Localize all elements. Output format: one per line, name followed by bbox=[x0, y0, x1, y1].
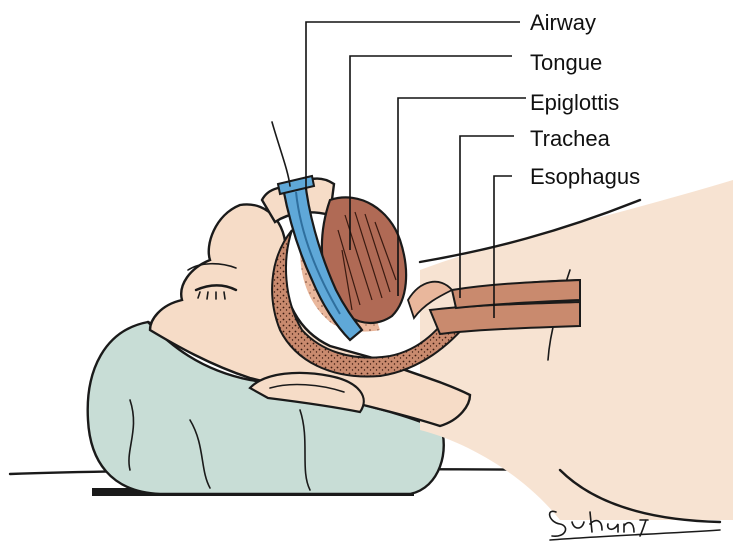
strap-line bbox=[271, 121, 291, 187]
epiglottis-label: Epiglottis bbox=[530, 90, 619, 115]
eyebrow bbox=[187, 262, 237, 271]
pillow-fold bbox=[128, 399, 135, 471]
trachea-label: Trachea bbox=[530, 126, 611, 151]
oral-airway-flange bbox=[276, 174, 316, 196]
airway-label: Airway bbox=[530, 10, 596, 35]
esophagus-leader-line bbox=[493, 175, 512, 318]
esophagus-tube bbox=[450, 278, 581, 310]
trachea-leader-line bbox=[459, 135, 514, 298]
neck-outline-bottom bbox=[558, 468, 722, 524]
tongue-leader-line bbox=[349, 55, 512, 250]
eye bbox=[194, 284, 238, 292]
epiglottis-shape bbox=[407, 280, 454, 320]
tongue-label: Tongue bbox=[530, 50, 602, 75]
eye-lashes bbox=[197, 291, 226, 300]
esophagus-label: Esophagus bbox=[530, 164, 640, 189]
neck-skin bbox=[420, 180, 733, 520]
artist-signature bbox=[548, 510, 721, 541]
pillow-fold bbox=[299, 409, 311, 491]
epiglottis-leader-line bbox=[397, 97, 526, 296]
oral-airway-device bbox=[281, 178, 364, 342]
airway-leader-line bbox=[305, 21, 520, 190]
oral-airway-lumen bbox=[295, 191, 341, 315]
pillow-fold bbox=[189, 419, 211, 489]
neck-outline-top bbox=[418, 198, 642, 264]
pillow bbox=[86, 320, 445, 496]
ear-inner bbox=[269, 383, 345, 393]
ear bbox=[248, 371, 365, 414]
